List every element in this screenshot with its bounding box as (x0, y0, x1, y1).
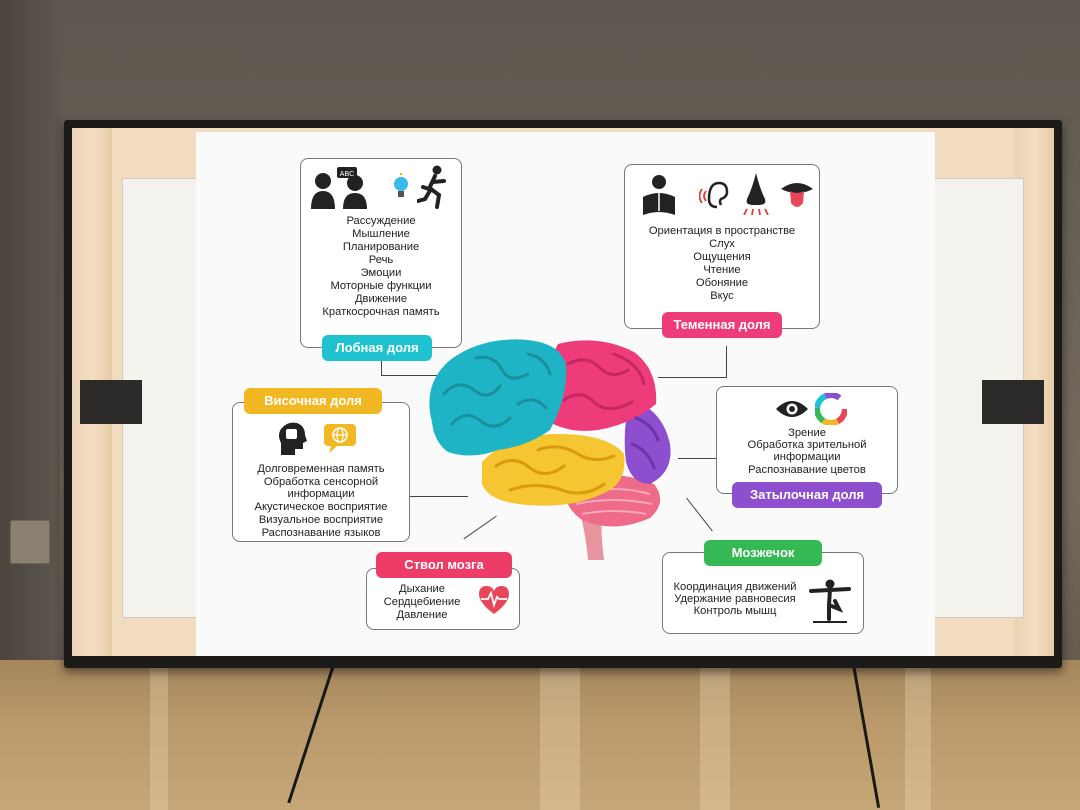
poster-clip-left (80, 380, 142, 424)
parietal-lobe-title: Теменная доля (662, 312, 782, 338)
frontal-lobe-shape (429, 339, 567, 456)
occipital-lobe-title: Затылочная доля (732, 482, 882, 508)
connector-line (408, 496, 468, 497)
balance-person-icon (809, 579, 851, 623)
cerebellum-title: Мозжечок (704, 540, 822, 566)
occipital-lobe-shape (624, 400, 671, 484)
frontal-item: Эмоции (360, 267, 402, 279)
connector-line (678, 458, 716, 459)
temporal-item: Визуальное восприятие (258, 514, 384, 526)
frontal-item: Моторные функции (330, 280, 432, 292)
frontal-lobe-box: ABC Рассуждение Мышление Планирование Ре… (300, 158, 462, 348)
connector-line (726, 346, 727, 378)
parietal-lobe-box: Ориентация в пространстве Слух Ощущения … (624, 164, 820, 329)
chat-globe-icon (324, 424, 356, 453)
cerebellum-item: Контроль мышц (693, 605, 777, 617)
occipital-item: Обработка зрительной (747, 439, 867, 451)
ear-icon (699, 181, 729, 209)
temporal-item: Акустическое восприятие (254, 501, 388, 513)
parietal-item: Ощущения (693, 251, 751, 263)
poster-clip-right (982, 380, 1044, 424)
temporal-item: Обработка сенсорной (263, 476, 379, 488)
floor-reflection (540, 660, 580, 810)
cerebellum-item: Координация движений (673, 581, 797, 593)
occipital-item: Зрение (788, 427, 826, 439)
parietal-item: Вкус (710, 290, 734, 302)
color-wheel-icon (815, 393, 847, 425)
frontal-item: Краткосрочная память (322, 306, 440, 318)
brainstem-item: Давление (396, 609, 448, 621)
heartbeat-icon (479, 586, 509, 614)
connector-line (686, 497, 713, 532)
parietal-item: Слух (709, 238, 735, 250)
brainstem-box: Дыхание Сердцебиение Давление (366, 568, 520, 630)
wall-outlet (10, 520, 50, 564)
tv-screen: ABC Рассуждение Мышление Планирование Ре… (72, 128, 1054, 656)
eye-icon (776, 401, 808, 417)
brainstem-title: Ствол мозга (376, 552, 512, 578)
temporal-item: информации (287, 488, 355, 500)
bubble-text: ABC (340, 171, 354, 178)
floor-reflection (150, 660, 168, 810)
frontal-item: Планирование (342, 241, 420, 253)
nose-icon (743, 173, 769, 215)
running-person-icon (417, 165, 446, 209)
occipital-item: Распознавание цветов (748, 464, 866, 476)
connector-line (658, 377, 727, 378)
connector-line (381, 375, 441, 376)
head-profile-icon (279, 422, 307, 455)
frontal-item: Мышление (352, 228, 410, 240)
wooden-floor (0, 660, 1080, 810)
brain-slide: ABC Рассуждение Мышление Планирование Ре… (196, 132, 935, 656)
temporal-lobe-box: Долговременная память Обработка сенсорно… (232, 402, 410, 542)
frontal-item: Рассуждение (346, 215, 416, 227)
brainstem-item: Сердцебиение (383, 596, 461, 608)
occipital-item: информации (773, 451, 841, 463)
speaking-people-icon: ABC (311, 167, 367, 209)
temporal-lobe-title: Височная доля (244, 388, 382, 414)
lightbulb-icon (394, 173, 408, 197)
parietal-item: Ориентация в пространстве (648, 225, 796, 237)
brainstem-item: Дыхание (399, 583, 445, 595)
occipital-lobe-box: Зрение Обработка зрительной информации Р… (716, 386, 898, 494)
floor-reflection (905, 660, 931, 810)
parietal-item: Чтение (703, 264, 741, 276)
brain-illustration (429, 339, 671, 560)
temporal-item: Долговременная память (257, 463, 385, 475)
television: ABC Рассуждение Мышление Планирование Ре… (64, 120, 1062, 668)
connector-line (381, 352, 382, 376)
frontal-lobe-title: Лобная доля (322, 335, 432, 361)
frontal-item: Движение (354, 293, 408, 305)
reading-person-icon (643, 175, 675, 215)
tongue-icon (781, 183, 813, 207)
frontal-item: Речь (368, 254, 394, 266)
parietal-item: Обоняние (695, 277, 749, 289)
cerebellum-item: Удержание равновесия (674, 593, 796, 605)
floor-reflection (700, 660, 730, 810)
temporal-item: Распознавание языков (261, 527, 381, 539)
